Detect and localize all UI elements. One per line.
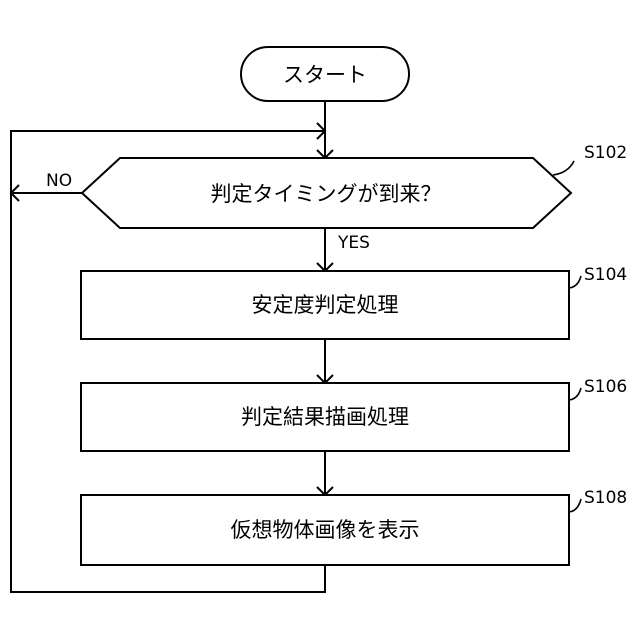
process-stability-label: 安定度判定処理	[252, 293, 399, 317]
leader-s102	[553, 161, 574, 175]
decision-label: 判定タイミングが到来？	[211, 182, 442, 206]
process-render-label: 判定結果描画処理	[241, 405, 409, 429]
step-id-s108: S108	[584, 488, 627, 508]
no-branch-label: NO	[46, 171, 72, 191]
step-id-s106: S106	[584, 377, 627, 397]
step-id-s104: S104	[584, 265, 627, 285]
yes-branch-label: YES	[337, 233, 370, 253]
step-id-s102: S102	[584, 143, 627, 163]
leader-s104	[569, 276, 581, 288]
start-label: スタート	[283, 63, 367, 87]
process-display-label: 仮想物体画像を表示	[231, 518, 420, 542]
leader-s108	[569, 499, 581, 512]
leader-s106	[569, 388, 581, 400]
